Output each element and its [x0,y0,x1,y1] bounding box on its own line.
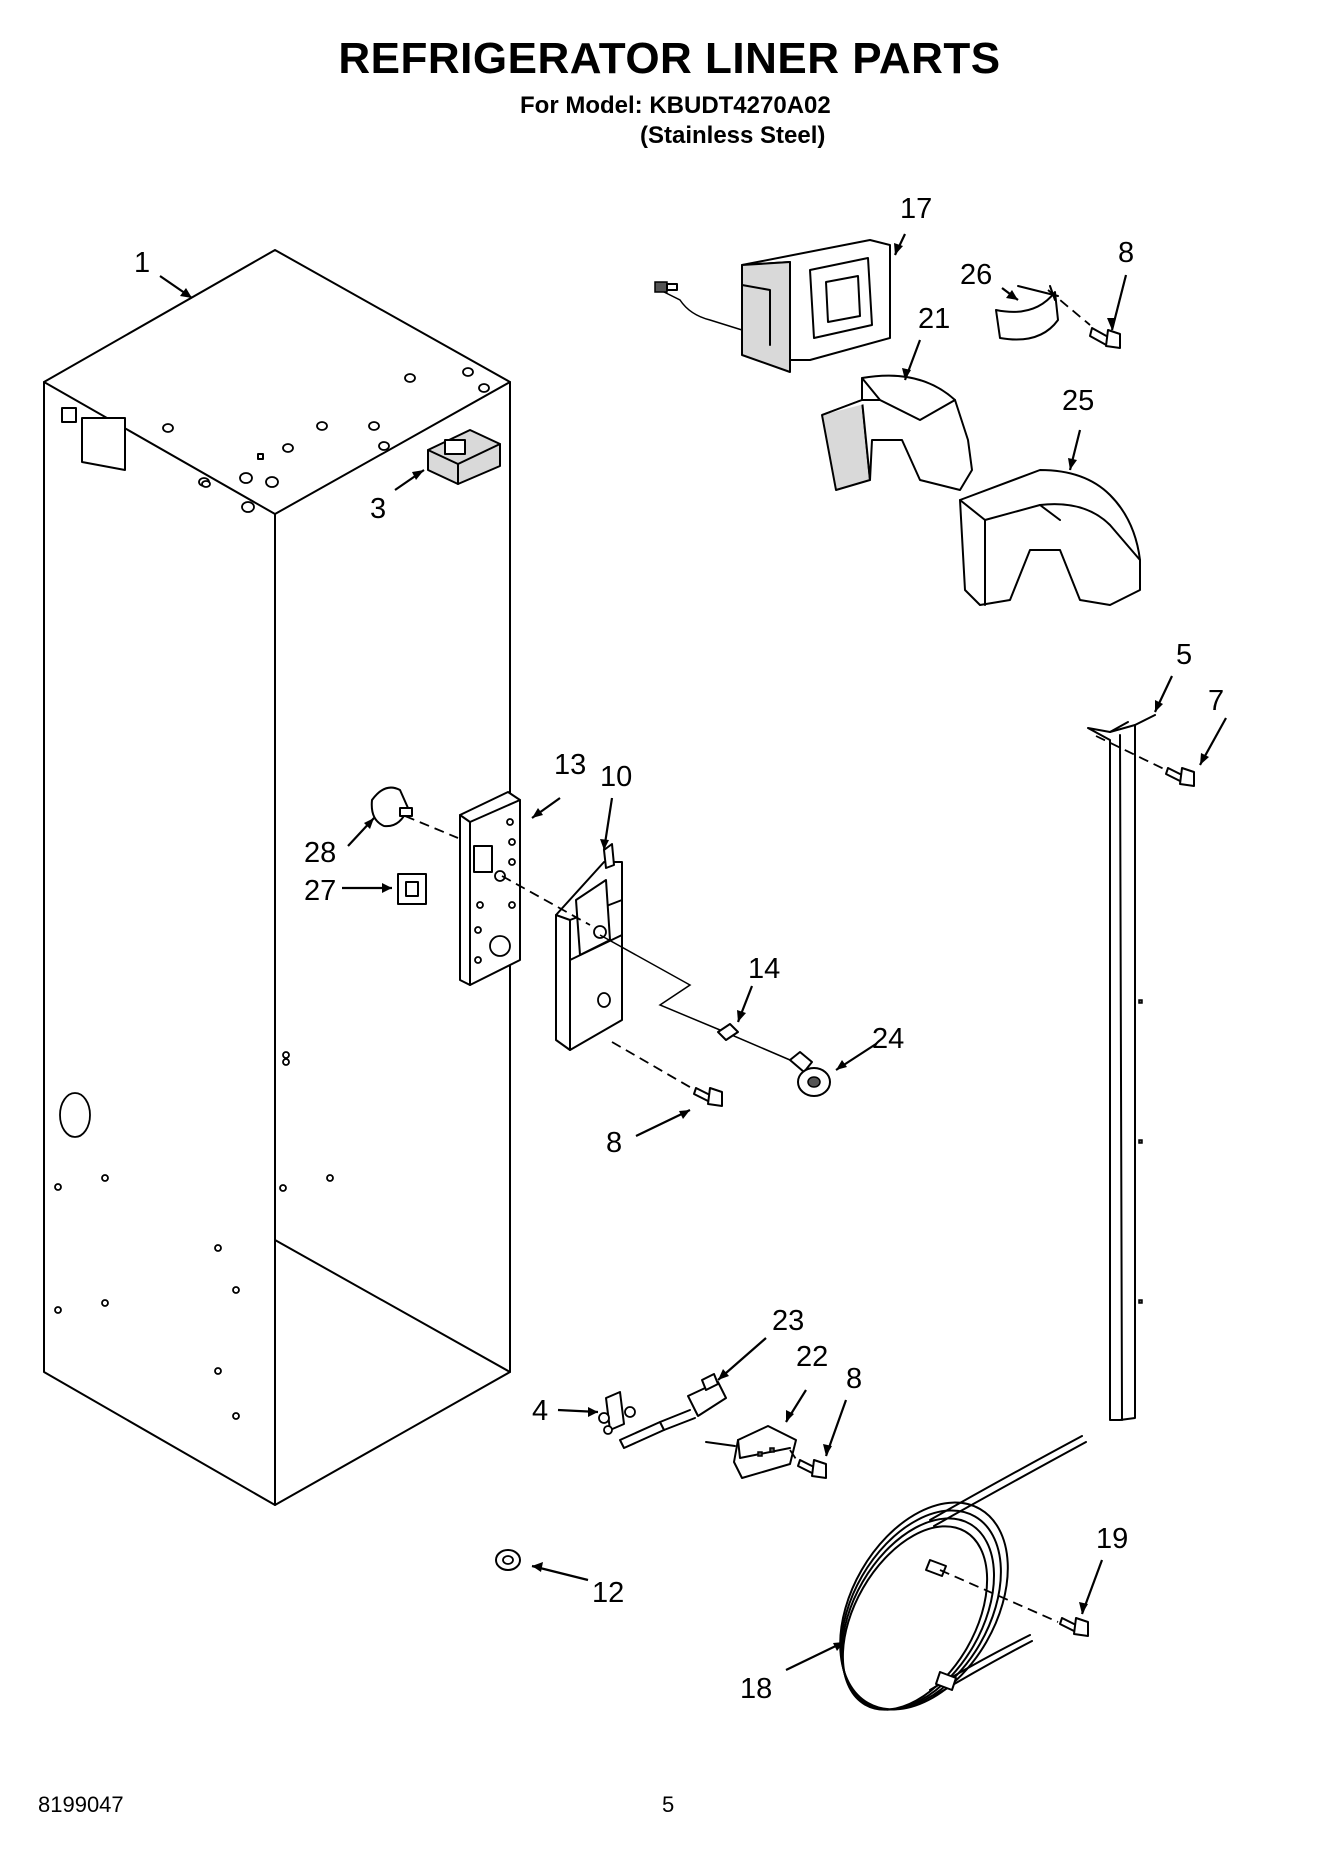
light-wire [599,934,791,1061]
alignment-line [1047,289,1091,326]
alignment-line [611,1041,696,1091]
knob [370,786,413,828]
screw-top [1089,327,1121,349]
vertical-channel [1087,714,1156,1421]
callout-1: 1 [134,247,150,279]
sensor-clip [598,1391,636,1435]
model-variant: (Stainless Steel) [640,122,826,149]
liner-cabinet [43,249,511,1506]
callout-14: 14 [748,953,780,985]
callout-17: 17 [900,193,932,225]
callout-27: 27 [304,875,336,907]
callout-8-bottom: 8 [846,1363,862,1395]
callout-4: 4 [532,1395,548,1427]
screw-19 [1059,1617,1089,1637]
callout-21: 21 [918,303,950,335]
thermistor [619,1373,727,1449]
page-title: REFRIGERATOR LINER PARTS [338,34,1001,83]
callout-24: 24 [872,1023,904,1055]
light-housing [654,239,891,373]
screw-7 [1165,767,1195,787]
adhesive-pad [397,873,427,905]
callout-8-top: 8 [1118,237,1134,269]
callout-22: 22 [796,1341,828,1373]
drain-tube-coil [839,1435,1087,1711]
callout-28: 28 [304,837,336,869]
alignment-line [789,1449,799,1463]
control-module [705,1425,797,1479]
air-duct [821,374,973,491]
clip [995,285,1059,341]
model-line: For Model: KBUDT4270A02 [520,92,831,119]
callout-12: 12 [592,1577,624,1609]
screw-middle [693,1087,723,1107]
lamp-socket [789,1051,831,1097]
screw-bottom [797,1459,827,1479]
mounting-plate [459,791,521,986]
duct-cover [959,469,1141,606]
callout-3: 3 [370,493,386,525]
callout-23: 23 [772,1305,804,1337]
nut [495,1549,521,1571]
callout-18: 18 [740,1673,772,1705]
callout-5: 5 [1176,639,1192,671]
light-bracket [555,843,623,1051]
callout-26: 26 [960,259,992,291]
alignment-line [404,815,459,839]
callout-25: 25 [1062,385,1094,417]
alignment-line [501,875,591,926]
callout-19: 19 [1096,1523,1128,1555]
leader-arrowheads [180,243,1209,1651]
document-number: 8199047 [38,1792,124,1817]
callout-13: 13 [554,749,586,781]
callout-7: 7 [1208,685,1224,717]
alignment-line [1095,735,1167,771]
page-number: 5 [662,1792,675,1817]
alignment-line [939,1569,1059,1623]
callout-10: 10 [600,761,632,793]
callout-8-mid: 8 [606,1127,622,1159]
